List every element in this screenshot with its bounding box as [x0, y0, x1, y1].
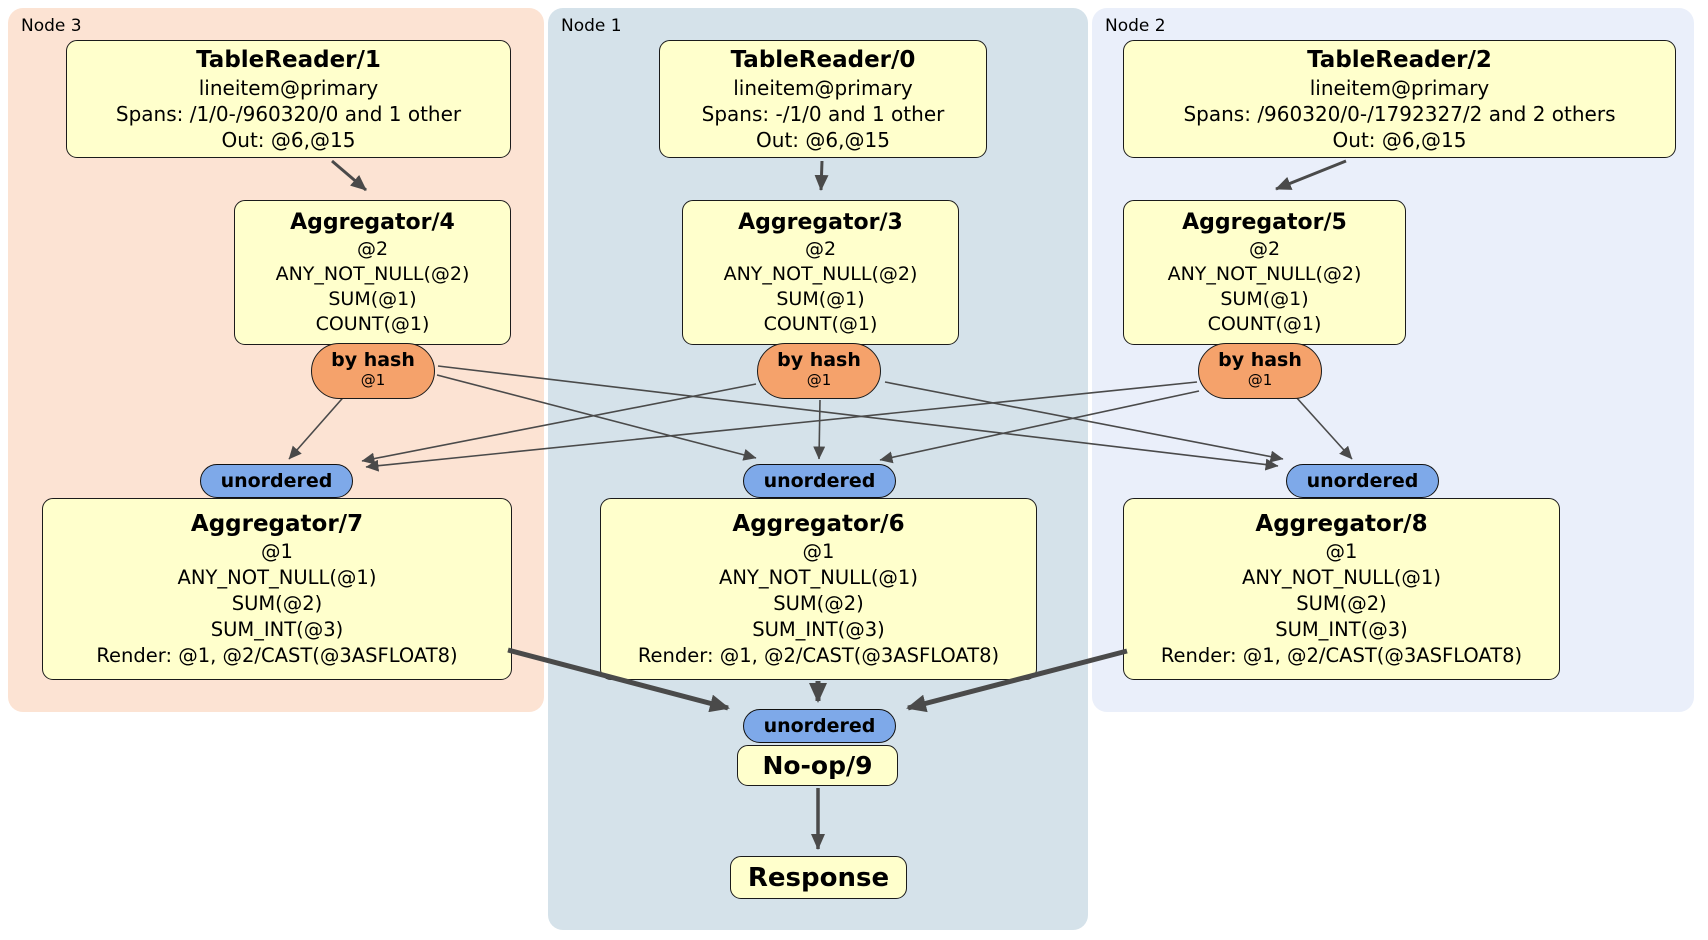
processor-title: TableReader/1: [196, 47, 381, 73]
processor-aggregator-7: Aggregator/7 @1 ANY_NOT_NULL(@1) SUM(@2)…: [42, 498, 512, 680]
processor-title: TableReader/0: [730, 47, 916, 73]
processor-detail-line: SUM(@1): [776, 288, 865, 310]
processor-aggregator-8: Aggregator/8 @1 ANY_NOT_NULL(@1) SUM(@2)…: [1123, 498, 1560, 680]
node-panel-label: Node 2: [1105, 16, 1166, 36]
processor-detail-line: Spans: /960320/0-/1792327/2 and 2 others: [1183, 102, 1616, 126]
stream-unordered-node3: unordered: [200, 464, 353, 498]
processor-title: No-op/9: [762, 751, 873, 780]
processor-title: Aggregator/5: [1182, 210, 1347, 235]
stream-label: unordered: [220, 470, 333, 492]
processor-tablereader-0: TableReader/0 lineitem@primary Spans: -/…: [659, 40, 987, 158]
processor-detail-line: @1: [1325, 540, 1358, 563]
processor-detail-line: ANY_NOT_NULL(@2): [723, 263, 918, 285]
processor-detail-line: @1: [802, 540, 835, 563]
processor-detail-line: lineitem@primary: [1309, 76, 1490, 100]
stream-unordered-final: unordered: [743, 709, 896, 743]
processor-aggregator-4: Aggregator/4 @2 ANY_NOT_NULL(@2) SUM(@1)…: [234, 200, 511, 345]
processor-detail-line: ANY_NOT_NULL(@2): [275, 263, 470, 285]
processor-detail-line: ANY_NOT_NULL(@1): [177, 566, 377, 589]
router-key: @1: [360, 371, 386, 389]
processor-detail-line: Render: @1, @2/CAST(@3ASFLOAT8): [1160, 644, 1523, 667]
processor-aggregator-3: Aggregator/3 @2 ANY_NOT_NULL(@2) SUM(@1)…: [682, 200, 959, 345]
router-label: by hash: [777, 349, 861, 371]
processor-detail-line: Spans: -/1/0 and 1 other: [701, 102, 945, 126]
processor-title: Aggregator/6: [732, 511, 905, 537]
processor-tablereader-2: TableReader/2 lineitem@primary Spans: /9…: [1123, 40, 1676, 158]
processor-detail-line: Out: @6,@15: [756, 128, 890, 152]
processor-title: Aggregator/4: [290, 210, 455, 235]
router-by-hash-node1: by hash @1: [757, 343, 881, 399]
router-by-hash-node3: by hash @1: [311, 343, 435, 399]
processor-detail-line: @2: [804, 238, 837, 260]
router-by-hash-node2: by hash @1: [1198, 343, 1322, 399]
processor-noop-9: No-op/9: [737, 745, 898, 786]
stream-label: unordered: [763, 470, 876, 492]
processor-detail-line: @1: [261, 540, 293, 563]
processor-title: Aggregator/8: [1255, 511, 1428, 537]
router-label: by hash: [1218, 349, 1302, 371]
stream-label: unordered: [763, 715, 876, 737]
processor-aggregator-6: Aggregator/6 @1 ANY_NOT_NULL(@1) SUM(@2)…: [600, 498, 1037, 680]
processor-title: TableReader/2: [1307, 47, 1492, 73]
processor-title: Aggregator/3: [738, 210, 903, 235]
processor-detail-line: COUNT(@1): [1207, 313, 1322, 335]
processor-detail-line: Render: @1, @2/CAST(@3ASFLOAT8): [637, 644, 1000, 667]
node-panel-label: Node 1: [561, 16, 622, 36]
router-key: @1: [806, 371, 832, 389]
processor-detail-line: Spans: /1/0-/960320/0 and 1 other: [115, 102, 462, 126]
router-label: by hash: [331, 349, 415, 371]
processor-detail-line: SUM(@2): [231, 592, 323, 615]
processor-aggregator-5: Aggregator/5 @2 ANY_NOT_NULL(@2) SUM(@1)…: [1123, 200, 1406, 345]
stream-label: unordered: [1306, 470, 1419, 492]
processor-detail-line: SUM(@1): [1220, 288, 1309, 310]
node-panel-label: Node 3: [21, 16, 82, 36]
processor-detail-line: SUM(@2): [773, 592, 864, 615]
processor-detail-line: SUM_INT(@3): [1275, 618, 1408, 641]
processor-title: Response: [747, 862, 890, 893]
processor-detail-line: @2: [356, 238, 389, 260]
processor-detail-line: SUM_INT(@3): [752, 618, 885, 641]
processor-detail-line: Out: @6,@15: [1332, 128, 1467, 152]
processor-detail-line: Out: @6,@15: [221, 128, 356, 152]
processor-detail-line: COUNT(@1): [763, 313, 878, 335]
processor-detail-line: COUNT(@1): [315, 313, 430, 335]
processor-detail-line: @2: [1248, 238, 1281, 260]
processor-detail-line: Render: @1, @2/CAST(@3ASFLOAT8): [96, 644, 458, 667]
processor-detail-line: ANY_NOT_NULL(@1): [719, 566, 918, 589]
processor-tablereader-1: TableReader/1 lineitem@primary Spans: /1…: [66, 40, 511, 158]
processor-detail-line: SUM_INT(@3): [210, 618, 344, 641]
processor-detail-line: ANY_NOT_NULL(@2): [1167, 263, 1362, 285]
processor-detail-line: lineitem@primary: [733, 76, 913, 100]
stream-unordered-node1: unordered: [743, 464, 896, 498]
router-key: @1: [1247, 371, 1273, 389]
processor-detail-line: SUM(@1): [328, 288, 417, 310]
stream-unordered-node2: unordered: [1286, 464, 1439, 498]
processor-detail-line: SUM(@2): [1296, 592, 1387, 615]
processor-detail-line: ANY_NOT_NULL(@1): [1242, 566, 1441, 589]
processor-detail-line: lineitem@primary: [198, 76, 379, 100]
response-node: Response: [730, 856, 907, 899]
processor-title: Aggregator/7: [190, 511, 364, 537]
